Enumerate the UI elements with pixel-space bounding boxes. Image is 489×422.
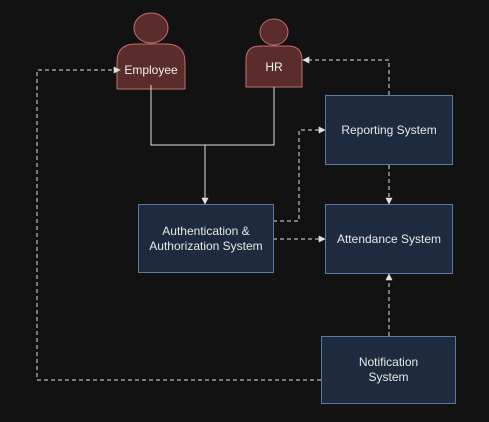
hr-label: HR (265, 60, 283, 74)
hr-actor-icon (245, 18, 303, 88)
employee-label: Employee (124, 63, 178, 77)
notification-system-box: Notification System (321, 336, 456, 404)
employee-actor-icon (116, 12, 186, 90)
attendance-system-box: Attendance System (325, 204, 453, 274)
notification-system-label: Notification System (358, 355, 419, 384)
notification-to-employee-connector (36, 66, 321, 381)
auth-system-box: Authentication & Authorization System (138, 204, 274, 273)
reporting-system-label: Reporting System (341, 122, 437, 137)
reporting-system-box: Reporting System (325, 95, 453, 165)
auth-system-label: Authentication & Authorization System (149, 223, 263, 253)
attendance-system-label: Attendance System (336, 231, 442, 246)
hr-to-auth-connector (205, 87, 275, 146)
reporting-to-hr-connector (302, 56, 390, 95)
employee-to-auth-connector (150, 85, 209, 205)
auth-to-reporting-connector (273, 126, 326, 222)
